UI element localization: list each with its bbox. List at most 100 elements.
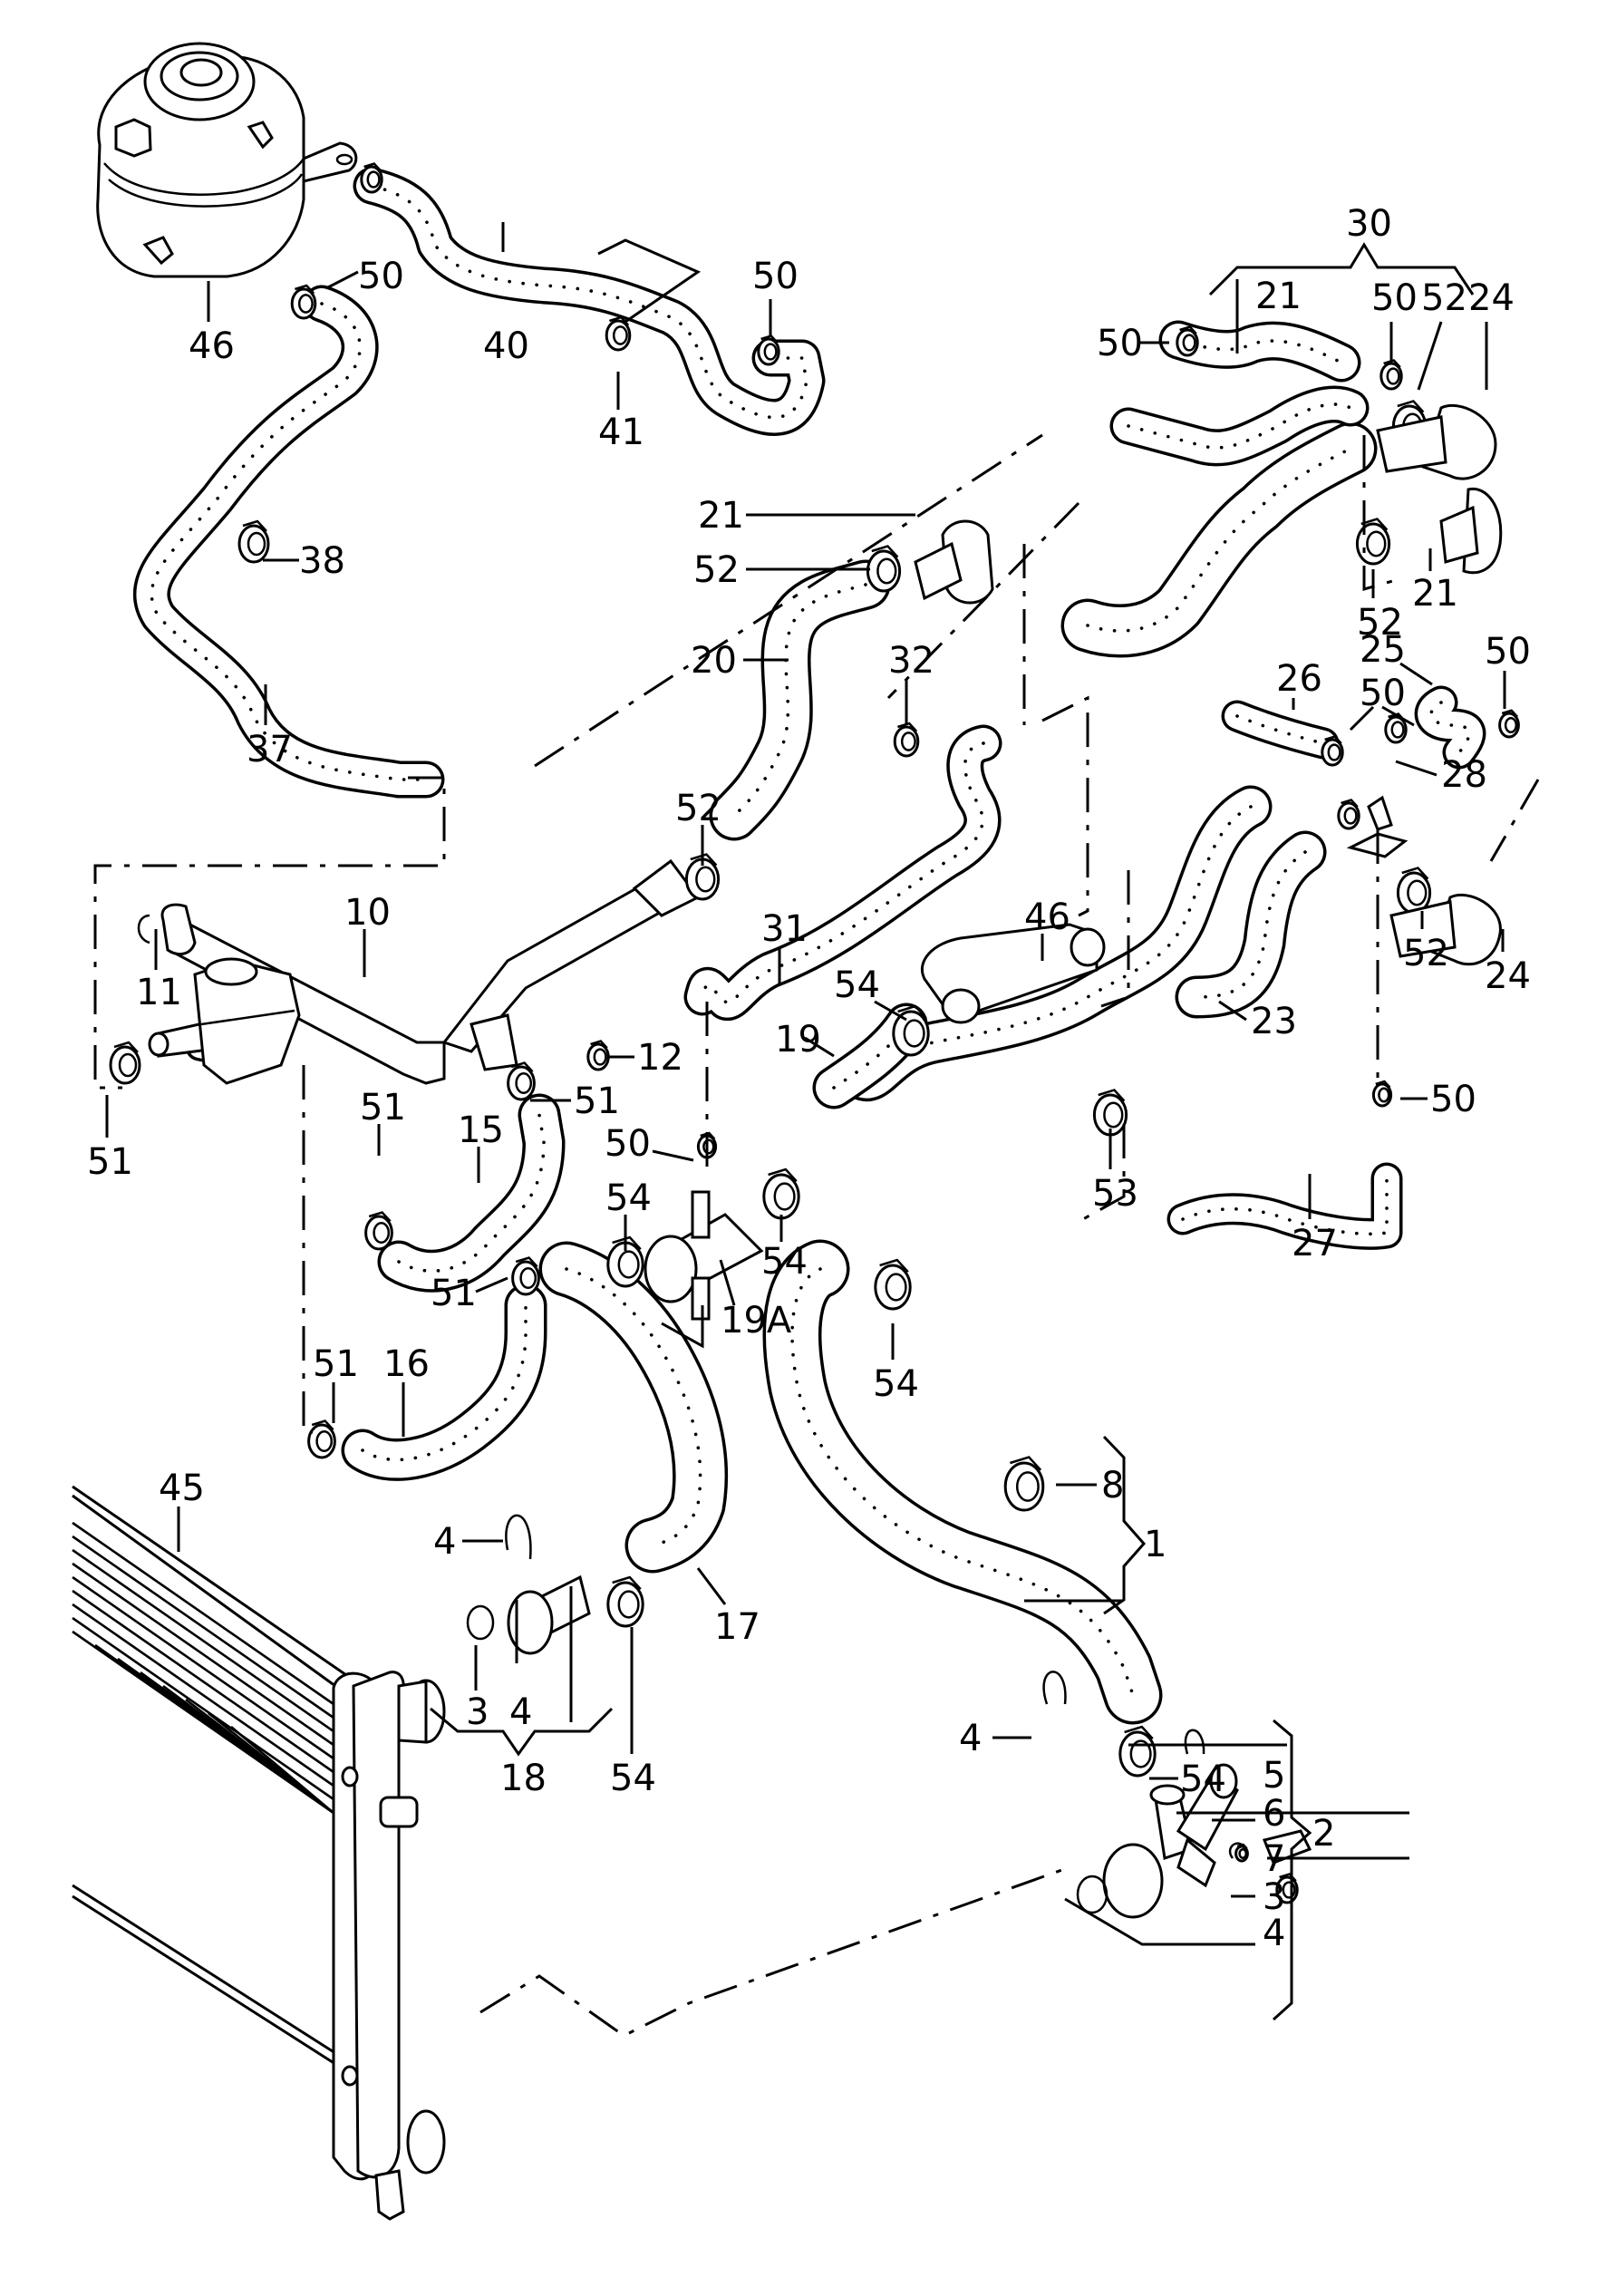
- connector-21-and-24-parts: [914, 403, 1503, 966]
- callout-50-left-30: 50: [1097, 323, 1143, 364]
- clamp-50-tank-top: [360, 162, 383, 194]
- clamp-51-left-16: [307, 1419, 336, 1459]
- callout-26: 26: [1276, 658, 1322, 700]
- hose-30-main: [1060, 421, 1378, 658]
- ring-6: [1234, 1843, 1249, 1863]
- clamp-54-lower-left: [606, 1575, 644, 1628]
- t-piece-connector: [1042, 1671, 1312, 1919]
- callout-52-mid: 52: [675, 788, 721, 829]
- hose-37: [132, 285, 445, 799]
- radiator-connector-18: [466, 1514, 591, 1655]
- callout-54-lower-right: 54: [1180, 1758, 1226, 1800]
- callout-51-upper-16: 51: [431, 1273, 477, 1314]
- part-callout-labels: 46 50 40 41 50 38 37 21 52 20 52 30 21 5…: [87, 203, 1531, 1954]
- hose-31: [683, 724, 1002, 1021]
- reservoir-tank: [193, 957, 301, 1085]
- radiator: [72, 1485, 446, 2221]
- clamp-38: [237, 519, 270, 564]
- callout-4-lower: 4: [959, 1718, 982, 1759]
- clamp-53: [1092, 1089, 1128, 1137]
- callout-2-group: 2: [1312, 1813, 1335, 1855]
- callout-3-lower: 3: [1263, 1876, 1285, 1918]
- hose-25: [1415, 685, 1486, 770]
- callout-4-upper: 4: [433, 1521, 456, 1563]
- hose-30-top: [1158, 320, 1361, 383]
- callout-16: 16: [383, 1343, 430, 1385]
- callout-51-left: 51: [87, 1141, 133, 1183]
- callout-50-lower-right: 50: [1430, 1079, 1476, 1120]
- callout-19: 19: [775, 1019, 821, 1061]
- clamp-32: [893, 722, 920, 758]
- connector-19a: [644, 1190, 764, 1321]
- callout-21-in-30: 21: [1255, 276, 1302, 317]
- callout-15: 15: [458, 1109, 504, 1151]
- callout-24-in-30: 24: [1468, 277, 1515, 319]
- callout-40: 40: [483, 325, 529, 367]
- callout-45: 45: [159, 1468, 205, 1509]
- callout-21-top: 21: [698, 495, 744, 537]
- callout-46-tank: 46: [189, 325, 235, 367]
- hose-1: [762, 1239, 1163, 1725]
- callout-12: 12: [637, 1037, 683, 1079]
- clip-8: [1003, 1456, 1045, 1512]
- clamp-54-hose-1: [874, 1258, 912, 1311]
- leader-lines: [105, 222, 1506, 2021]
- dashed-connection-lines: [93, 433, 1540, 2037]
- callout-54-hose-1: 54: [873, 1363, 919, 1405]
- callout-51-left-16: 51: [313, 1343, 359, 1385]
- clamp-50-tee-b: [1384, 712, 1408, 744]
- clamp-51-pipe: [507, 1061, 536, 1101]
- clamp-50-lower-right: [1371, 1080, 1393, 1108]
- expansion-tank: [96, 42, 358, 278]
- callout-28: 28: [1441, 754, 1487, 796]
- callout-52-in-30: 52: [1421, 277, 1467, 319]
- callout-51-reservoir: 51: [360, 1087, 406, 1129]
- clamp-54-housing: [892, 1004, 930, 1057]
- clamp-50-right-tee: [1498, 709, 1520, 739]
- callout-50-19a: 50: [605, 1123, 651, 1165]
- hose-15: [377, 1093, 566, 1293]
- callout-50-right-tee: 50: [1485, 631, 1531, 673]
- clamp-50-hose40: [757, 334, 780, 366]
- clamp-51-upper-16: [511, 1256, 540, 1296]
- callout-52-top: 52: [693, 549, 740, 591]
- clamp-54-right-19a: [762, 1167, 800, 1220]
- clamp-51-reservoir: [364, 1211, 393, 1251]
- clamp-52-top: [866, 545, 902, 593]
- callout-4-mid: 4: [509, 1691, 532, 1733]
- callout-54-right-19a: 54: [761, 1241, 808, 1283]
- callout-50-hose40-end: 50: [752, 256, 799, 297]
- callout-8: 8: [1101, 1465, 1124, 1506]
- clamp-12-bolt: [586, 1040, 610, 1071]
- hose-17: [538, 1241, 729, 1574]
- callout-24-right-mid: 24: [1485, 955, 1531, 997]
- clamp-52-lower-30: [1355, 518, 1391, 566]
- hose-40: [353, 167, 826, 436]
- hose-16: [341, 1284, 547, 1481]
- callout-21-lower-30: 21: [1412, 573, 1458, 615]
- callout-3-upper: 3: [466, 1691, 489, 1733]
- clamp-52-right-mid: [1396, 867, 1432, 915]
- clamp-54-lower-right: [1118, 1725, 1157, 1778]
- callout-30-group: 30: [1346, 203, 1392, 245]
- hose-23-b: [1175, 830, 1327, 1019]
- callout-20: 20: [691, 640, 737, 682]
- callout-41: 41: [598, 412, 644, 453]
- callout-52-right-mid: 52: [1403, 933, 1449, 974]
- callout-50-in-30: 50: [1371, 277, 1418, 319]
- callout-54-left-19a: 54: [605, 1177, 652, 1219]
- clamp-50-tank-bot: [290, 284, 317, 320]
- hoses: [132, 167, 1486, 1725]
- clamp-50-lower-tee: [1337, 799, 1360, 830]
- callout-5: 5: [1263, 1755, 1285, 1797]
- callout-54-housing: 54: [834, 964, 880, 1006]
- clamp-41-clip: [605, 315, 632, 352]
- callout-10: 10: [344, 892, 391, 934]
- callout-38: 38: [299, 540, 345, 582]
- callout-1-group: 1: [1144, 1524, 1167, 1565]
- callout-25: 25: [1360, 629, 1406, 671]
- callout-6: 6: [1263, 1793, 1285, 1835]
- hose-20: [709, 559, 891, 841]
- callout-17: 17: [714, 1606, 760, 1648]
